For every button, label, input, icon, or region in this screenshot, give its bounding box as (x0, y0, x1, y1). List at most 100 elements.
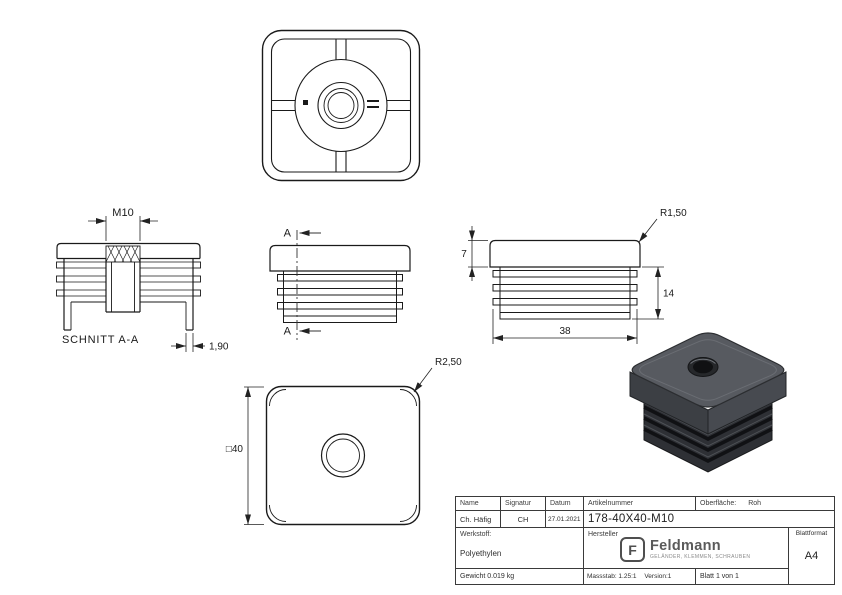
iso-rib-groove (643, 427, 773, 463)
hatch-line (131, 245, 141, 263)
front-thread-minor-circle (326, 438, 360, 473)
iso-rib-highlight (643, 424, 773, 458)
fin-band (277, 302, 403, 310)
brand-logo: F Feldmann GELÄNDER, KLEMMEN, SCHRAUBEN (620, 537, 750, 562)
header-signature: Signatur (501, 497, 546, 511)
side-cap-plate (269, 244, 411, 272)
iso-hole-highlight (690, 358, 716, 364)
dim-label-square-size: □40 (226, 444, 244, 455)
hatch-line (115, 245, 125, 263)
material-label: Werkstoff: (460, 531, 492, 538)
plan-hub-circle (317, 81, 365, 130)
hatch-line (129, 245, 139, 263)
value-name: Ch. Häfig (456, 511, 501, 528)
hatch-line (107, 245, 117, 263)
bottom-lip-band (283, 315, 397, 323)
weight-cell: Gewicht 0.019 kg (456, 569, 584, 584)
fin-band (492, 284, 638, 292)
side-view (269, 244, 411, 323)
iso-view (629, 332, 787, 473)
manufacturer-cell: Hersteller F Feldmann GELÄNDER, KLEMMEN,… (584, 528, 789, 569)
value-date: 27.01.2021 (546, 511, 584, 528)
detail-view (489, 239, 641, 320)
material-value: Polyethylen (460, 549, 502, 558)
iso-plate-top-inner-line (639, 339, 777, 401)
iso-thread-hole-inner (693, 360, 713, 374)
front-view (265, 385, 421, 526)
value-signature: CH (501, 511, 546, 528)
fin-band (277, 274, 403, 282)
title-block: Name Signatur Datum Artikelnummer Oberfl… (455, 496, 835, 585)
plan-boss-circle (294, 58, 388, 153)
plan-view (261, 29, 421, 182)
iso-rib-highlight (643, 413, 773, 447)
section-cap-plate (56, 242, 201, 259)
dim-label-plate-height: 7 (461, 249, 467, 260)
dim-label-corner-radius: R1,50 (660, 208, 687, 219)
version-value: Version:1 (644, 573, 672, 580)
corner-inner-arc (399, 504, 417, 522)
format-label: Blattformat (795, 530, 828, 537)
front-outer-contour (265, 385, 421, 526)
manufacturer-label: Hersteller (588, 531, 618, 538)
radius-leader-line (638, 218, 658, 243)
iso-rib-groove (643, 416, 773, 452)
fin-section (192, 275, 201, 283)
dim-label-wall: 1,90 (209, 342, 229, 353)
hatch-line (105, 245, 115, 263)
material-cell: Werkstoff: Polyethylen (456, 528, 584, 569)
dim-label-edge-radius: R2,50 (435, 357, 462, 368)
surface-label: Oberfläche: (700, 500, 737, 507)
brand-tagline: GELÄNDER, KLEMMEN, SCHRAUBEN (650, 554, 751, 560)
format-value: A4 (804, 550, 819, 562)
rib-lines (64, 261, 193, 297)
brand-logo-icon: F (620, 537, 645, 562)
plan-outer-contour (261, 29, 421, 182)
format-cell: Blattformat A4 (789, 528, 834, 584)
thread-zone (105, 245, 141, 263)
fin-section (192, 289, 201, 297)
sheet-cell: Blatt 1 von 1 (696, 569, 789, 584)
dim-label-rib-height: 14 (663, 289, 675, 300)
fin-section (192, 261, 201, 269)
section-view (56, 242, 201, 331)
header-article-number: Artikelnummer (584, 497, 696, 511)
fin-band (492, 270, 638, 278)
fin-section (56, 289, 65, 297)
detail-cap-plate (489, 239, 641, 268)
front-dimensions (244, 367, 433, 525)
plan-thread-major-circle (323, 88, 359, 123)
fin-band (277, 288, 403, 296)
header-name: Name (456, 497, 501, 511)
thread-hatch (105, 245, 141, 263)
corner-inner-arc (399, 389, 417, 407)
cutting-plane (296, 230, 321, 340)
plan-thread-minor-circle (327, 92, 355, 119)
brand-name: Feldmann (650, 538, 721, 554)
corner-inner-arc (269, 389, 287, 407)
radius-leader-line (413, 367, 433, 393)
header-date: Datum (546, 497, 584, 511)
scale-cell: Massstab: 1.25:1 Version:1 (584, 569, 696, 584)
fin-section (56, 275, 65, 283)
header-surface: Oberfläche: Roh (696, 497, 834, 511)
fin-section (56, 261, 65, 269)
hatch-line (113, 245, 123, 263)
dim-label-thread: M10 (112, 207, 133, 219)
scale-value: Massstab: 1.25:1 (587, 573, 637, 580)
plan-inner-contour (270, 38, 412, 173)
surface-value: Roh (748, 500, 762, 507)
mold-mark-square (303, 100, 308, 105)
detail-dimensions (468, 218, 664, 344)
cut-label-top: A (284, 228, 292, 240)
fin-band (492, 298, 638, 306)
cut-label-bottom: A (284, 326, 292, 338)
front-thread-major-circle (320, 433, 366, 478)
article-number: 178-40X40-M10 (584, 511, 834, 528)
iso-rib-groove (643, 405, 773, 441)
brand-logo-text: Feldmann GELÄNDER, KLEMMEN, SCHRAUBEN (650, 538, 751, 561)
section-dimensions (88, 216, 205, 352)
hatch-line (121, 245, 131, 263)
